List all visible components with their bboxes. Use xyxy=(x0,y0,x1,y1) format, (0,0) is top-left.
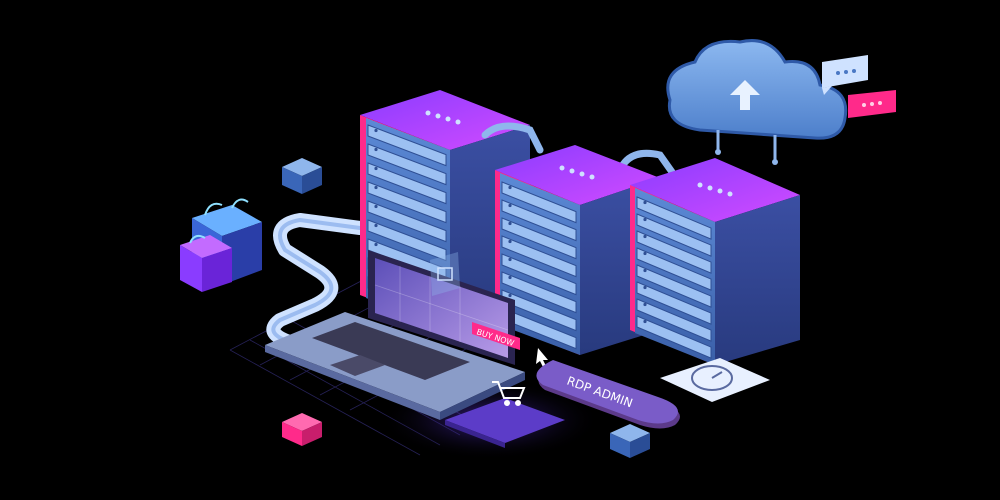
shopping-bag-icon xyxy=(180,198,262,292)
phone xyxy=(445,381,565,448)
speedometer-icon xyxy=(660,358,770,402)
drive-led xyxy=(508,185,512,190)
drive-slot xyxy=(636,315,712,359)
drive-led xyxy=(374,242,378,247)
rack-drive-slots xyxy=(367,124,712,359)
drive-led xyxy=(643,285,647,290)
drive-slot xyxy=(636,264,712,308)
cloud-upload-icon xyxy=(666,39,848,165)
drive-led xyxy=(508,275,512,280)
drive-led xyxy=(508,293,512,298)
drive-slot xyxy=(367,143,447,186)
drive-slot xyxy=(501,235,577,278)
drive-slot xyxy=(501,181,577,224)
drive-slot xyxy=(636,247,712,291)
drive-slot xyxy=(501,271,577,314)
drive-slot xyxy=(636,281,712,325)
rack-handle xyxy=(481,122,544,154)
drive-led xyxy=(508,257,512,262)
drive-led xyxy=(508,239,512,244)
drive-led xyxy=(643,268,647,273)
cube-blue-top-left xyxy=(282,158,322,194)
drive-slot xyxy=(636,196,712,240)
drive-led xyxy=(643,217,647,222)
drive-led xyxy=(374,223,378,228)
drive-slot xyxy=(367,124,447,167)
shopping-cart-icon xyxy=(492,381,526,406)
drive-led xyxy=(374,166,378,171)
drive-led xyxy=(374,204,378,209)
drive-slot xyxy=(501,199,577,242)
buy-now-button[interactable] xyxy=(472,322,520,350)
drive-led xyxy=(508,203,512,208)
drive-led xyxy=(374,147,378,152)
drive-slot xyxy=(636,213,712,257)
drive-led xyxy=(374,128,378,133)
drive-led xyxy=(374,185,378,190)
cube-blue-bottom xyxy=(610,424,650,458)
cursor-icon xyxy=(536,348,548,367)
drive-led xyxy=(643,319,647,324)
drive-led xyxy=(643,200,647,205)
drive-slot xyxy=(367,219,447,262)
drive-slot xyxy=(367,200,447,243)
lock-icon xyxy=(430,252,460,296)
cube-magenta xyxy=(282,413,322,446)
drive-led xyxy=(643,251,647,256)
laptop: BUY NOW xyxy=(265,250,548,420)
drive-led xyxy=(643,302,647,307)
drive-slot xyxy=(367,181,447,224)
drive-slot xyxy=(636,230,712,274)
chat-bubble-icon xyxy=(822,55,896,118)
drive-slot xyxy=(636,298,712,342)
drive-led xyxy=(643,234,647,239)
drive-led xyxy=(508,221,512,226)
drive-slot xyxy=(501,217,577,260)
drive-slot xyxy=(501,253,577,296)
drive-slot xyxy=(367,162,447,205)
